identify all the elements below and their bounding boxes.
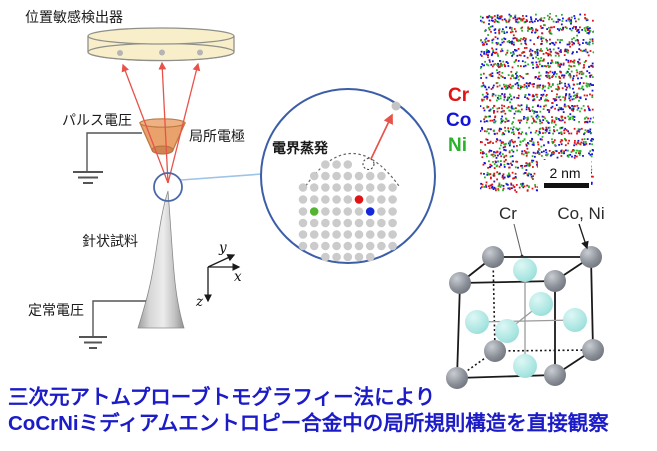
dc-voltage-label: 定常電圧 [28,302,84,318]
axis-y-label: y [218,240,227,256]
coordinate-axes-icon [204,254,241,303]
scale-bar-label: 2 nm [549,165,580,181]
tip-highlight-circle [153,172,183,202]
dc-voltage-wire [79,300,146,349]
local-electrode-icon [138,118,187,155]
magnifier-connector-line [180,173,263,181]
axis-x-label: x [234,269,242,285]
detector-disc-icon [87,27,235,62]
scale-bar: 2 nm [538,160,591,193]
pulse-voltage-wire [73,132,142,184]
local-electrode-label: 局所電極 [189,128,245,144]
cr-pointer-line [513,223,523,257]
ion-path-arrows [121,61,201,184]
legend-cr-label: Cr [448,85,470,106]
corner-atoms [446,246,604,389]
caption-line-2: CoCrNiミディアムエントロピー合金中の局所規則構造を直接観察 [8,411,609,435]
cr-pointer-dot [520,254,524,258]
cell-coni-label: Co, Ni [557,204,604,223]
legend-ni-label: Ni [448,135,467,156]
vacancy-site-circle [362,157,375,171]
evaporation-arrow [370,113,393,160]
atom-dome-dots [298,160,397,262]
pulse-voltage-label: パルス電圧 [62,112,132,128]
detector-label: 位置敏感検出器 [25,9,123,25]
cell-cr-label: Cr [499,204,517,223]
tip-surface-dashed-arc [302,152,400,191]
hidden-edges [456,256,594,379]
caption-line-1: 三次元アトムプローブトモグラフィー法により [8,385,435,409]
face-center-atoms [465,258,587,378]
needle-label: 針状試料 [82,233,138,249]
coni-pointer-arrow [578,223,589,250]
needle-specimen [137,190,185,329]
evaporated-ion-dot [391,101,401,111]
legend-co-label: Co [446,110,471,131]
axis-z-label: z [195,294,204,310]
evaporation-label: 電界蒸発 [272,140,329,156]
unit-cell: Cr Co, Ni [446,204,605,389]
